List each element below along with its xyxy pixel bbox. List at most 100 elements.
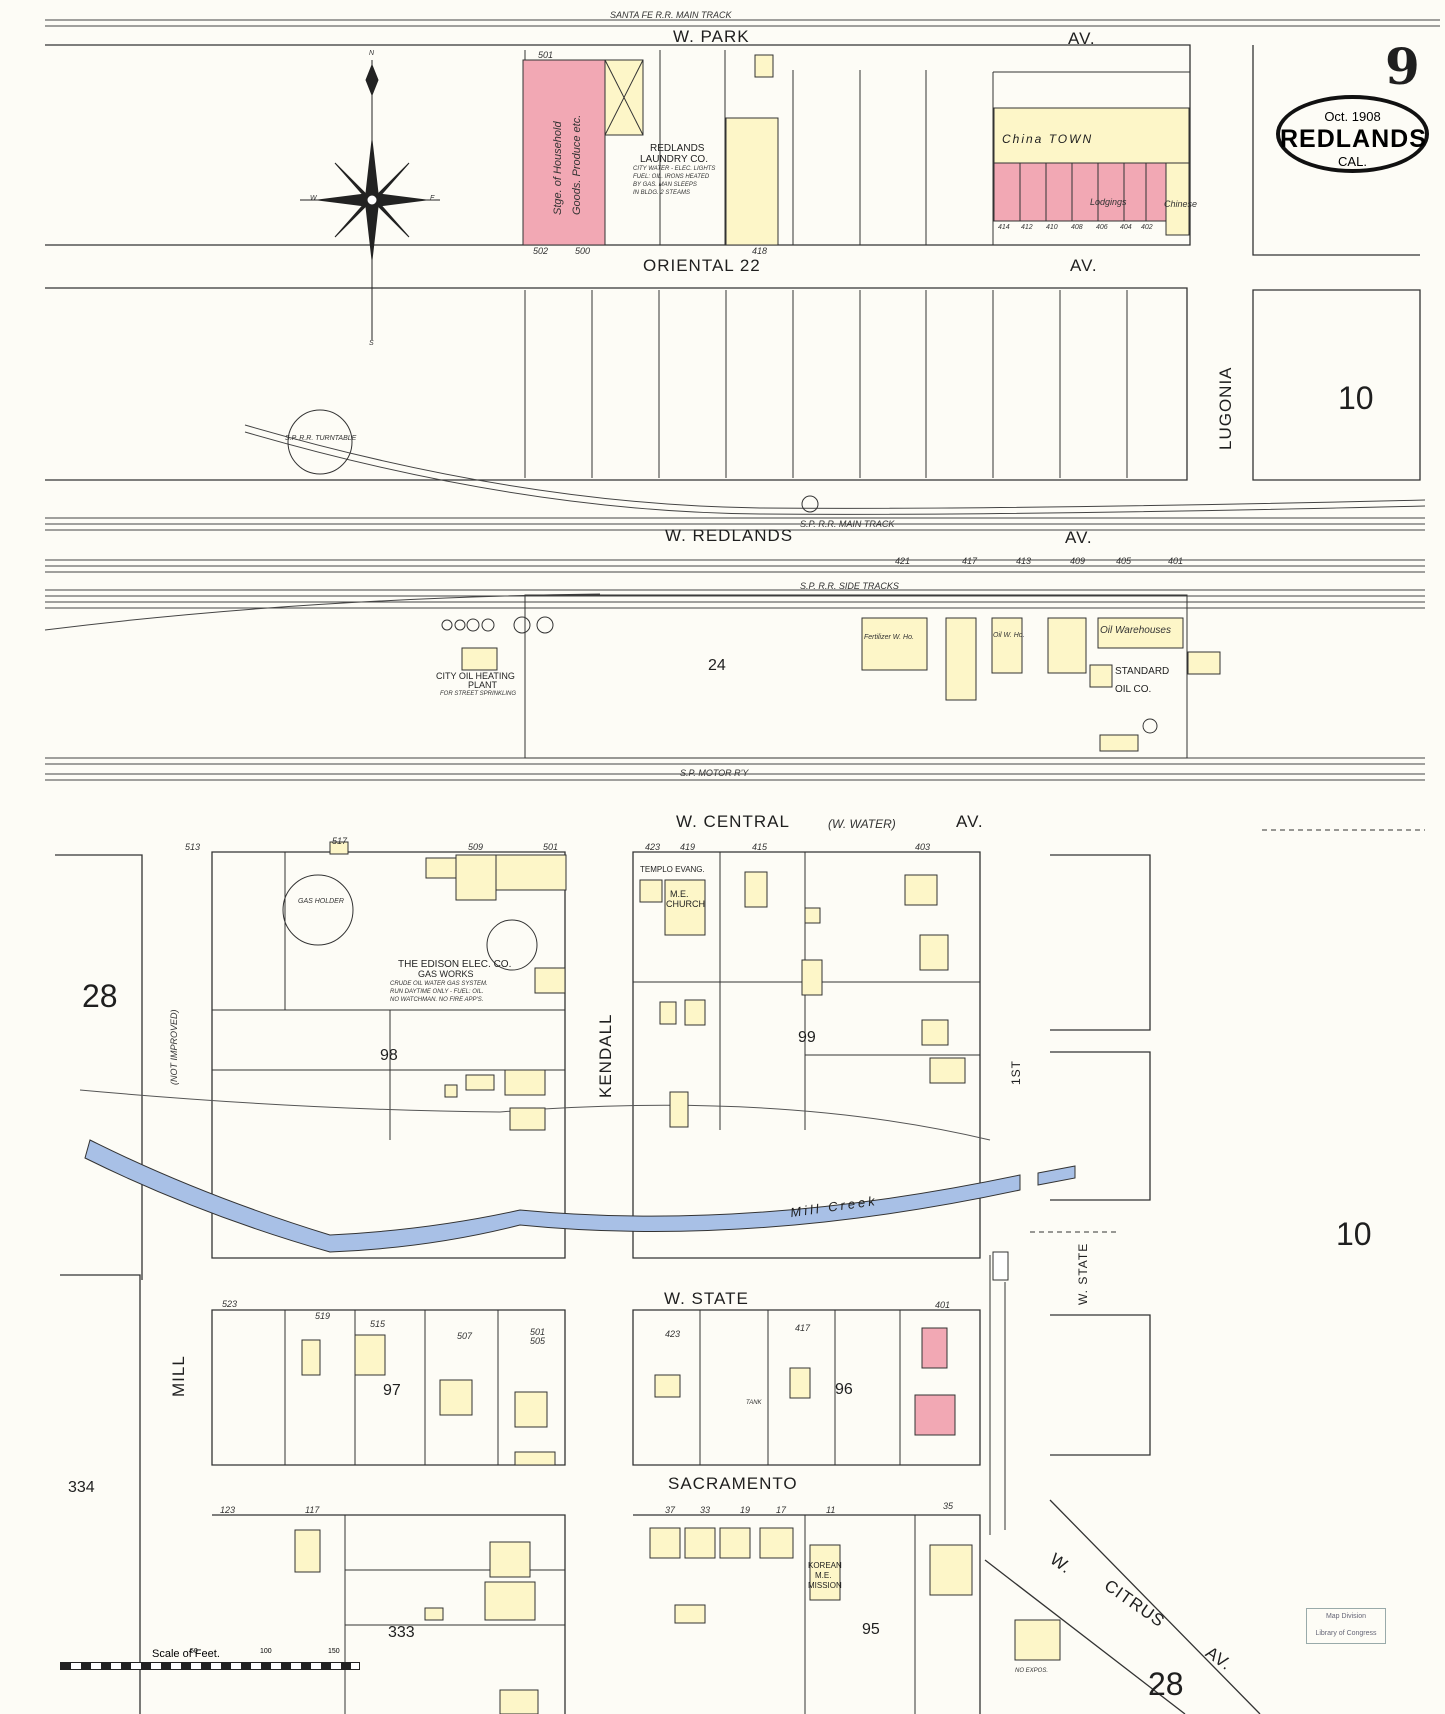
central-lot-lines bbox=[212, 852, 980, 1714]
lodgings-label: Lodgings bbox=[1090, 197, 1127, 207]
address: 502 bbox=[533, 246, 549, 256]
sp-side-label: S.P. R.R. SIDE TRACKS bbox=[800, 581, 899, 591]
address: 507 bbox=[457, 1331, 473, 1341]
address: 417 bbox=[962, 556, 978, 566]
address: 412 bbox=[1021, 224, 1033, 231]
street-sacramento: SACRAMENTO bbox=[668, 1474, 798, 1493]
city-oil-2: PLANT bbox=[468, 680, 498, 690]
address: 501 bbox=[538, 50, 554, 60]
address: 404 bbox=[1120, 224, 1132, 231]
dashed-lines bbox=[211, 829, 1425, 1258]
address: 409 bbox=[1070, 556, 1086, 566]
north-arrow bbox=[300, 60, 440, 340]
mill-creek bbox=[84, 1139, 1021, 1253]
address: 423 bbox=[665, 1329, 681, 1339]
santa-fe-tracks bbox=[45, 19, 1440, 27]
street-w-redlands: W. REDLANDS bbox=[665, 526, 794, 545]
block-99: 99 bbox=[798, 1029, 816, 1046]
sheet-date: Oct. 1908 bbox=[1324, 109, 1381, 124]
mission-label-2: M.E. bbox=[815, 1571, 832, 1580]
street-oriental-av: AV. bbox=[1070, 256, 1098, 275]
brick-dwellings bbox=[914, 1327, 956, 1436]
laundry-building bbox=[725, 117, 779, 246]
fertilizer-label: Fertilizer W. Ho. bbox=[864, 634, 914, 641]
address: 519 bbox=[315, 1311, 331, 1321]
address: 403 bbox=[915, 842, 931, 852]
sp-motor-label: S.P. MOTOR R'Y bbox=[680, 768, 749, 778]
street-central-av: AV. bbox=[956, 812, 984, 831]
city-oil-1: CITY OIL HEATING bbox=[436, 671, 515, 681]
warehouses bbox=[461, 617, 1184, 701]
adjacent-sheet-10-bottom: 10 bbox=[1336, 1216, 1372, 1252]
block-24: 24 bbox=[708, 657, 726, 674]
loc-line-2: Library of Congress bbox=[1315, 1630, 1377, 1637]
central-blocks bbox=[55, 851, 1261, 1714]
laundry-note-1: CITY WATER - ELEC. LIGHTS bbox=[633, 166, 716, 172]
chinatown-lodgings bbox=[993, 162, 1167, 222]
oil-warehouses-label: Oil Warehouses bbox=[1100, 625, 1171, 636]
street-w-state-vertical: W. STATE bbox=[1076, 1242, 1090, 1305]
address: 401 bbox=[935, 1300, 951, 1310]
address: 405 bbox=[1116, 556, 1132, 566]
standard-oil-2: OIL CO. bbox=[1115, 684, 1152, 695]
not-improved-label: (NOT IMPROVED) bbox=[169, 1009, 179, 1086]
edison-note-2: RUN DAYTIME ONLY - FUEL: OIL. bbox=[390, 989, 484, 995]
address: 37 bbox=[665, 1505, 676, 1515]
adjacent-sheet-28-left: 28 bbox=[82, 978, 118, 1014]
no-exposure-label: NO EXPOS. bbox=[1015, 1668, 1049, 1674]
scale-title: Scale of Feet. bbox=[152, 1648, 220, 1660]
address: 406 bbox=[1096, 224, 1108, 231]
address: 413 bbox=[1016, 556, 1032, 566]
block-outlines bbox=[45, 44, 1421, 481]
tank-label: TANK bbox=[746, 1400, 762, 1406]
address: 35 bbox=[943, 1501, 954, 1511]
turntable-label: S.P. R.R. TURNTABLE bbox=[285, 435, 357, 442]
adjacent-sheet-28-bottom: 28 bbox=[1148, 1666, 1184, 1702]
storage-label-2: Goods. Produce etc. bbox=[571, 114, 583, 215]
block-95: 95 bbox=[862, 1621, 880, 1638]
block-333: 333 bbox=[388, 1624, 415, 1641]
address: 123 bbox=[220, 1505, 236, 1515]
mission-label-1: KOREAN bbox=[808, 1561, 842, 1570]
compass-n: N bbox=[369, 50, 375, 57]
street-oriental: ORIENTAL 22 bbox=[643, 256, 761, 275]
church-label-2: M.E. bbox=[670, 889, 689, 899]
street-redlands-av: AV. bbox=[1065, 528, 1093, 547]
address: 401 bbox=[1168, 556, 1184, 566]
address: 410 bbox=[1046, 224, 1058, 231]
scale-bar bbox=[60, 1662, 360, 1670]
central-alt-name: (W. WATER) bbox=[828, 817, 896, 831]
laundry-note-3: BY GAS. MAN SLEEPS bbox=[633, 182, 697, 188]
page-number: 9 bbox=[1385, 37, 1420, 96]
block-98: 98 bbox=[380, 1047, 398, 1064]
address: 19 bbox=[740, 1505, 751, 1515]
compass-e: E bbox=[430, 195, 435, 202]
library-of-congress-stamp: Map Division Library of Congress bbox=[1306, 1608, 1386, 1644]
laundry-note-2: FUEL: OIL. IRONS HEATED bbox=[633, 174, 710, 180]
gas-holder-small bbox=[486, 919, 538, 971]
block-97: 97 bbox=[383, 1382, 401, 1399]
address: 423 bbox=[645, 842, 661, 852]
street-w-central: W. CENTRAL bbox=[676, 812, 790, 831]
address: 501 bbox=[543, 842, 559, 852]
block-96: 96 bbox=[835, 1381, 853, 1398]
storage-label-1: Stge. of Household bbox=[552, 121, 564, 215]
chinatown-label: China TOWN bbox=[1002, 132, 1094, 146]
sheet-city: REDLANDS bbox=[1280, 125, 1427, 153]
address: 33 bbox=[700, 1505, 711, 1515]
block-334: 334 bbox=[68, 1479, 95, 1496]
gas-works-buildings bbox=[329, 841, 567, 994]
street-mill: MILL bbox=[169, 1355, 188, 1397]
address: 419 bbox=[680, 842, 696, 852]
address: 418 bbox=[752, 246, 768, 256]
address: 513 bbox=[185, 842, 201, 852]
address: 415 bbox=[752, 842, 768, 852]
address: 402 bbox=[1141, 224, 1153, 231]
laundry-note-4: IN BLDG. 2 STEAMS bbox=[633, 190, 691, 196]
lot-lines-oriental bbox=[524, 290, 1128, 478]
compass-w: W bbox=[310, 195, 317, 202]
santa-fe-label: SANTA FE R.R. MAIN TRACK bbox=[610, 10, 732, 20]
scale-tick: 100 bbox=[260, 1648, 272, 1655]
address: 509 bbox=[468, 842, 484, 852]
